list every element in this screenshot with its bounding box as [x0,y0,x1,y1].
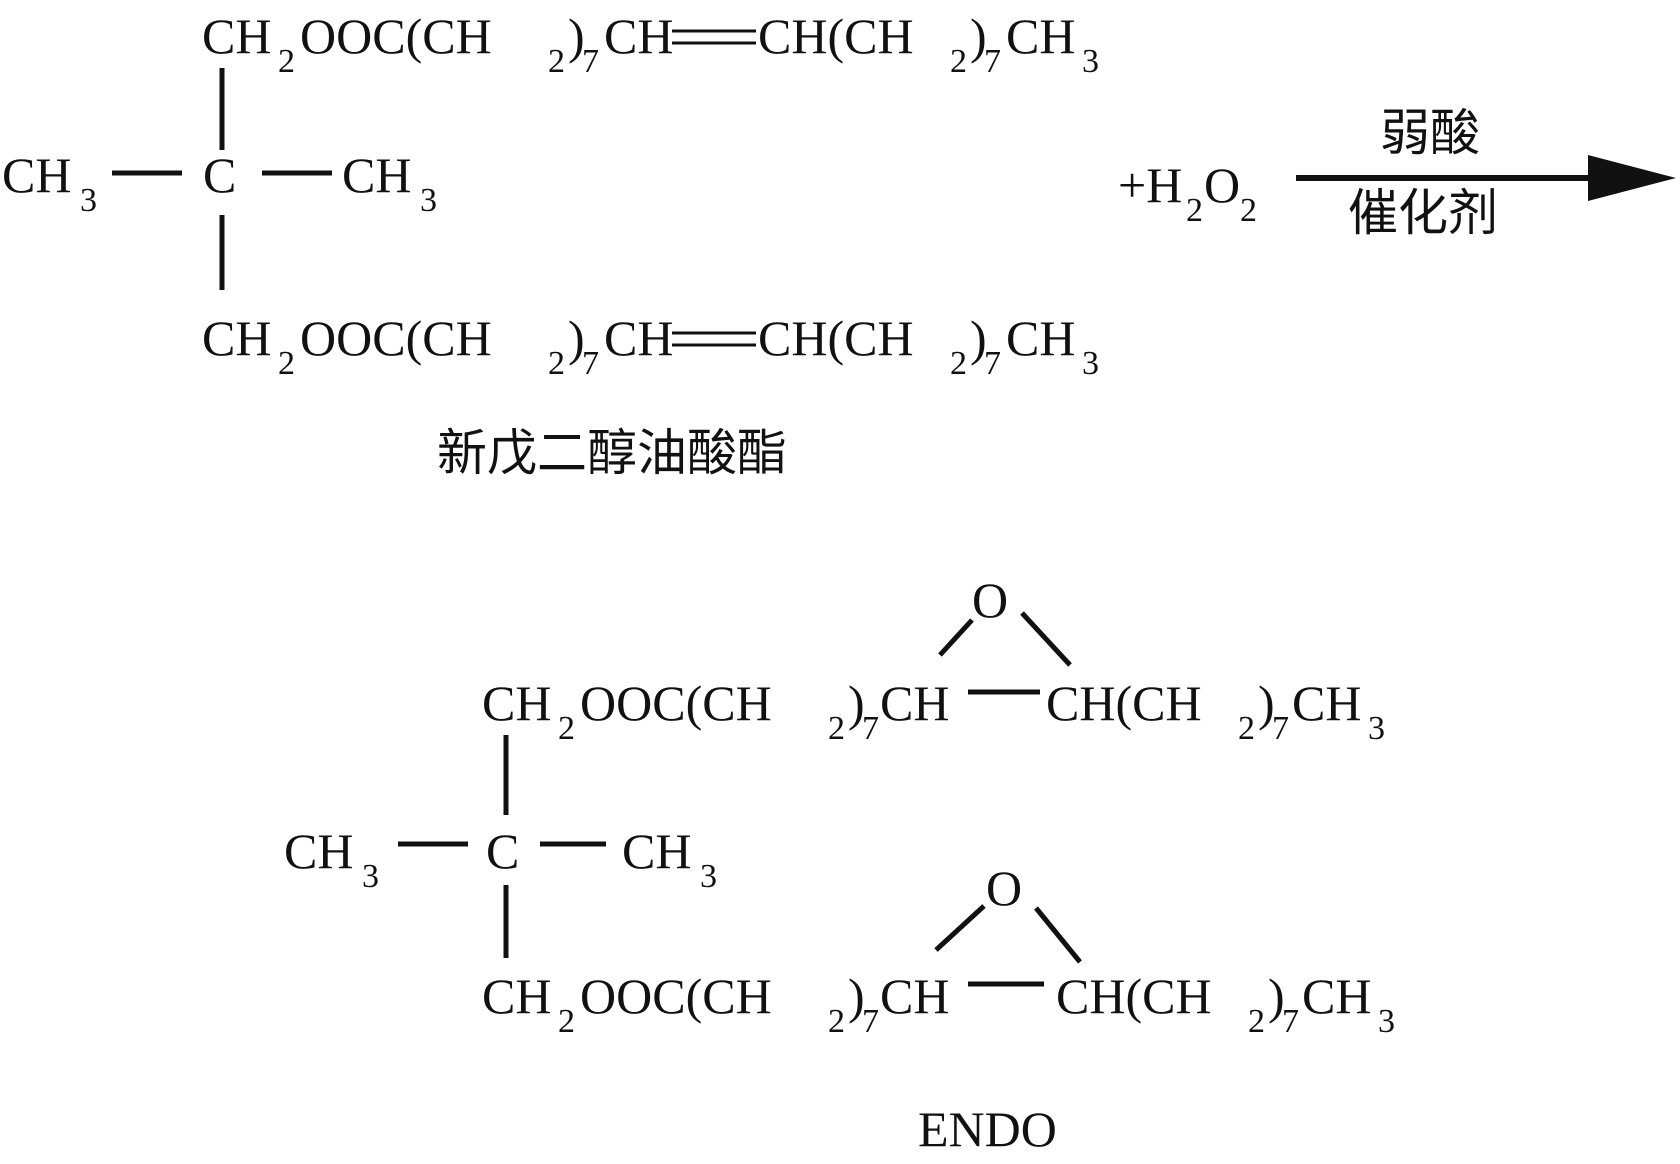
arrow-label-below: 催化剂 [1348,184,1498,242]
reagent-o: O [1204,157,1240,213]
subscript-3: 3 [1082,345,1099,382]
subscript-3: 3 [420,182,437,219]
subscript-7: 7 [984,345,1001,382]
methyl-right: CH [342,147,411,203]
chain-ch2: CH [202,310,271,366]
epoxide-bond-right [1020,611,1072,667]
chain-ch2: CH [482,968,551,1024]
subscript-2: 2 [548,345,565,382]
subscript-2: 2 [1238,710,1255,747]
chain-close-paren: ) [568,8,585,64]
chain-ch: CH [604,310,673,366]
reactant-top-chain: CH 2 OOC(CH 2 ) 7 CH CH(CH 2 ) 7 CH 3 [202,8,1099,80]
subscript-2: 2 [558,1003,575,1040]
product-label: ENDO [918,1101,1057,1157]
chain-close-paren: ) [848,968,865,1024]
chain-ch2: CH [202,8,271,64]
methyl-right: CH [622,823,691,879]
central-carbon: C [486,823,519,879]
product-top-chain: CH 2 OOC(CH 2 ) 7 CH CH(CH 2 ) 7 CH 3 [482,675,1385,747]
chain-ch2: CH [482,675,551,731]
chain-ch-end: CH(CH [1056,968,1212,1024]
subscript-2: 2 [548,43,565,80]
subscript-2: 2 [1248,1003,1265,1040]
reactant-central-carbon-row: CH 3 C CH 3 [2,147,437,219]
subscript-3: 3 [362,858,379,895]
subscript-2: 2 [950,43,967,80]
chain-ch3: CH [1292,675,1361,731]
product-structure: O CH 2 OOC(CH 2 ) 7 CH CH(CH 2 ) 7 CH 3 … [284,572,1395,1157]
chain-close-paren: ) [970,8,987,64]
chain-close-paren: ) [1258,675,1275,731]
methyl-left: CH [284,823,353,879]
chain-ooc: OOC(CH [580,968,772,1024]
epoxide-ring-lower: O [934,860,1082,987]
subscript-7: 7 [862,710,879,747]
epoxide-bond-right [1034,906,1082,964]
subscript-2: 2 [828,710,845,747]
subscript-2: 2 [278,43,295,80]
reactant-structure: CH 2 OOC(CH 2 ) 7 CH CH(CH 2 ) 7 CH 3 CH… [2,8,1099,482]
chain-close-paren: ) [1268,968,1285,1024]
subscript-3: 3 [1378,1003,1395,1040]
epoxide-oxygen: O [972,572,1008,628]
chain-close-paren: ) [970,310,987,366]
chain-ch3: CH [1302,968,1371,1024]
chain-close-paren: ) [848,675,865,731]
subscript-2: 2 [558,710,575,747]
epoxide-ring-upper: O [938,572,1072,695]
epoxide-bond-left [938,618,974,657]
subscript-7: 7 [1282,1003,1299,1040]
product-central-carbon-row: CH 3 C CH 3 [284,823,717,895]
subscript-2: 2 [950,345,967,382]
chain-ch-end: CH(CH [758,8,914,64]
subscript-3: 3 [1368,710,1385,747]
chain-ooc: OOC(CH [300,8,492,64]
reactant-bottom-chain: CH 2 OOC(CH 2 ) 7 CH CH(CH 2 ) 7 CH 3 [202,310,1099,382]
central-carbon: C [203,147,236,203]
chain-ch: CH [604,8,673,64]
chain-ch3: CH [1006,310,1075,366]
arrow-head [1588,155,1676,201]
subscript-2: 2 [1240,192,1257,229]
chain-ch: CH [880,675,949,731]
reaction-arrow: 弱酸 催化剂 [1296,104,1676,242]
product-bottom-chain: CH 2 OOC(CH 2 ) 7 CH CH(CH 2 ) 7 CH 3 [482,968,1395,1040]
chain-ooc: OOC(CH [580,675,772,731]
reagent-hydrogen-peroxide: +H 2 O 2 [1118,157,1257,229]
subscript-7: 7 [984,43,1001,80]
chain-ch-end: CH(CH [758,310,914,366]
subscript-7: 7 [582,345,599,382]
chain-ch-end: CH(CH [1046,675,1202,731]
reagent-h: +H [1118,157,1182,213]
subscript-3: 3 [1082,43,1099,80]
subscript-2: 2 [278,345,295,382]
subscript-3: 3 [80,182,97,219]
epoxide-bond-left [934,904,986,952]
subscript-2: 2 [1186,192,1203,229]
subscript-7: 7 [582,43,599,80]
subscript-3: 3 [700,858,717,895]
subscript-7: 7 [862,1003,879,1040]
chain-ch: CH [880,968,949,1024]
arrow-label-above: 弱酸 [1380,104,1480,162]
chain-close-paren: ) [568,310,585,366]
methyl-left: CH [2,147,71,203]
epoxide-oxygen: O [986,860,1022,916]
subscript-7: 7 [1272,710,1289,747]
chain-ch3: CH [1006,8,1075,64]
subscript-2: 2 [828,1003,845,1040]
reactant-label: 新戊二醇油酸酯 [437,424,787,482]
chain-ooc: OOC(CH [300,310,492,366]
